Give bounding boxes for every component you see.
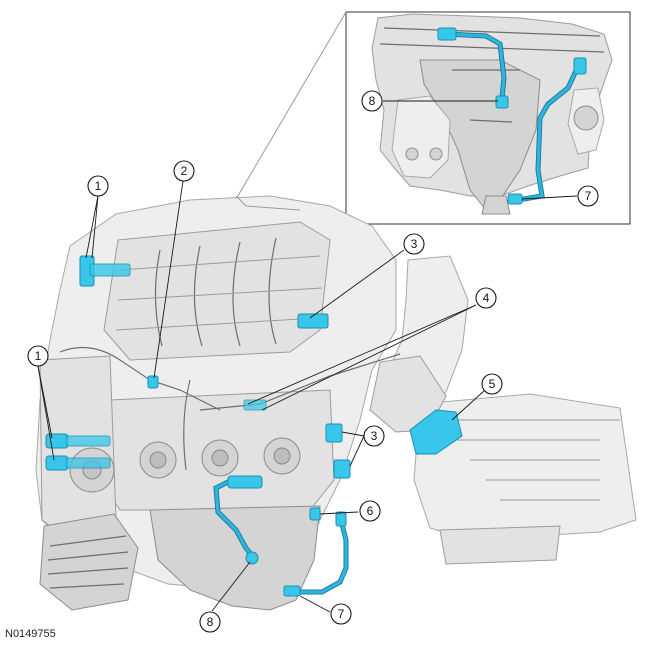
callout-8-inset-label: 8 (369, 94, 376, 108)
inset-detail: 8 7 (231, 11, 631, 237)
leader-lines (37, 180, 485, 613)
callout-5-label: 5 (489, 377, 496, 391)
callout-6-label: 6 (367, 504, 374, 518)
callout-1-lower-label: 1 (35, 349, 42, 363)
callout-6 (359, 500, 381, 522)
callout-3-lower-label: 3 (371, 429, 378, 443)
callout-2 (173, 160, 195, 182)
callout-4 (475, 287, 497, 309)
callout-7 (330, 603, 352, 625)
callout-7-label: 7 (338, 607, 345, 621)
callout-7-inset (577, 185, 599, 207)
engine-illustration (35, 195, 637, 611)
callout-3-upper-label: 3 (411, 237, 418, 251)
sensor-highlight (45, 255, 463, 597)
callout-1-lower (27, 345, 49, 367)
callout-2-label: 2 (181, 164, 188, 178)
callout-8 (199, 611, 221, 633)
callout-1-upper-label: 1 (95, 179, 102, 193)
callout-4-label: 4 (483, 291, 490, 305)
callout-7-inset-label: 7 (585, 189, 592, 203)
callout-3-lower (363, 425, 385, 447)
callout-8-label: 8 (207, 615, 214, 629)
callout-5 (481, 373, 503, 395)
callout-3-upper (403, 233, 425, 255)
figure-id: N0149755 (5, 628, 56, 640)
callout-8-inset (361, 90, 383, 112)
callout-1-upper (87, 175, 109, 197)
callouts: 1 1 2 3 4 3 5 6 7 8 (27, 160, 503, 633)
